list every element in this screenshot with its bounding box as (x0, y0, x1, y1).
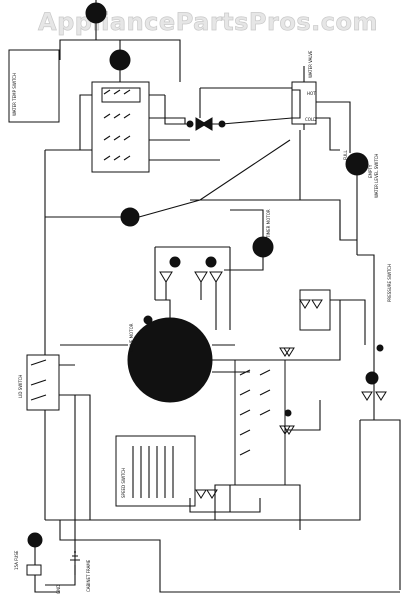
water-valve: WATER VALVE HOT COLD (291, 50, 317, 130)
drive-motor: DRIVE MOTOR (60, 299, 250, 403)
lid-switch-label: LID SWITCH (18, 375, 23, 398)
fuse-label: 15A FUSE (14, 550, 19, 570)
top-motor (59, 0, 181, 82)
water-temp-switch-label: WATER TEMP SWITCH (12, 73, 17, 116)
relay-row (45, 139, 291, 330)
water-valve-label: WATER VALVE (308, 50, 313, 78)
cabinet-frame-label: CABINET FRAME (86, 559, 91, 592)
water-level-switch: FULL EMPTY WATER LEVEL SWITCH (316, 101, 379, 210)
water-temp-switch-legend: WATER TEMP SWITCH (8, 49, 60, 123)
water-level-switch-label: WATER LEVEL SWITCH (374, 154, 379, 198)
valve-hot-label: HOT (307, 91, 316, 96)
lid-switch: LID SWITCH (18, 150, 90, 520)
pressure-switch-label: PRESSURE SWITCH (387, 264, 392, 302)
ground-label: GND (56, 585, 61, 594)
speed-switch-label: SPEED SWITCH (121, 468, 126, 498)
top-rectifiers (149, 87, 293, 131)
valve-cold-label: COLD (305, 117, 316, 122)
timer-motor-label: TIMER MOTOR (266, 209, 271, 239)
full-label: FULL (343, 150, 348, 160)
fuse-ground: 15A FUSE GND CABINET FRAME (14, 532, 91, 594)
pressure-switch: PRESSURE SWITCH (299, 210, 401, 590)
drive-motor-label: DRIVE MOTOR (129, 323, 134, 352)
timer-motor: TIMER MOTOR (224, 209, 274, 271)
bottom-diodes (189, 485, 261, 513)
speed-switch-block (214, 300, 341, 530)
speed-switch-legend: SPEED SWITCH (115, 435, 196, 507)
empty-label: EMPTY (368, 164, 373, 178)
water-temp-switch-block (79, 81, 220, 173)
perimeter-wiring (45, 130, 400, 593)
